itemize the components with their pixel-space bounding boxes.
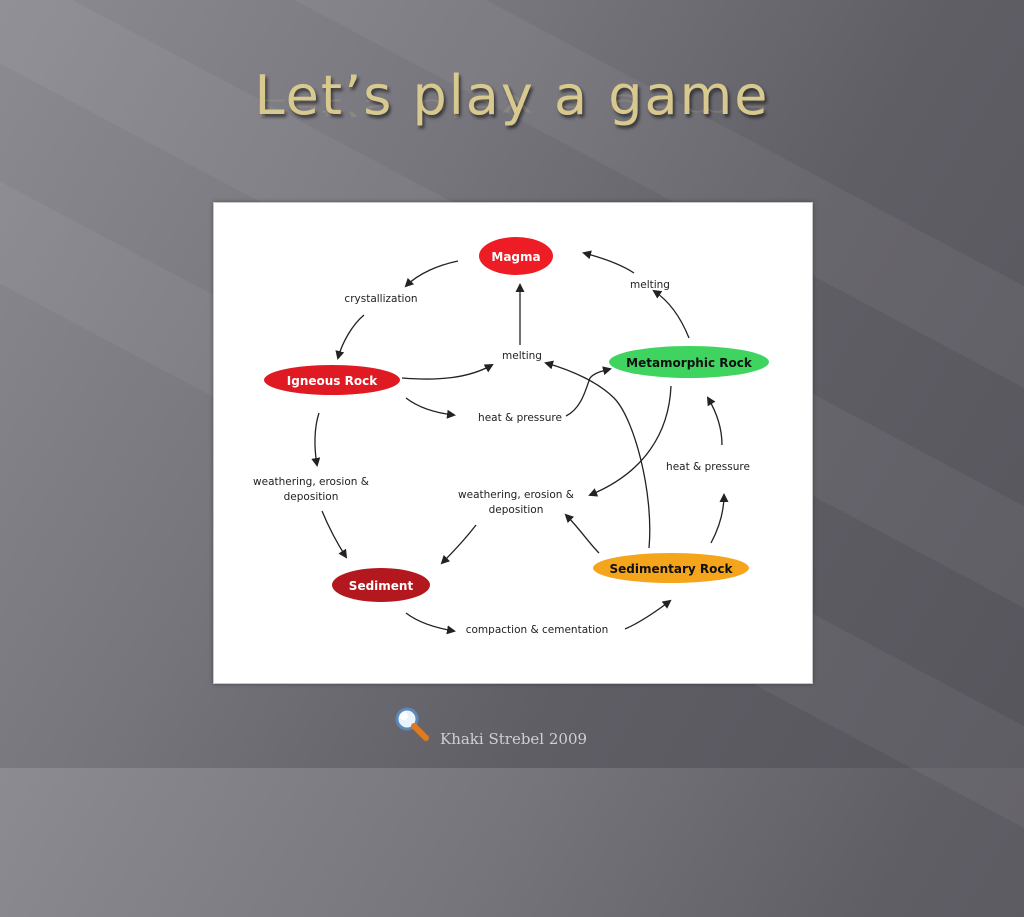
node-igneous-label: Igneous Rock xyxy=(287,374,378,388)
arrow-sedimentary-to-weathering xyxy=(564,513,600,554)
arrow-igneous-to-heat-pressure xyxy=(405,397,456,419)
node-sedimentary-label: Sedimentary Rock xyxy=(610,562,734,576)
arrow-igneous-to-melting xyxy=(401,364,494,380)
arrow-weathering-to-sediment xyxy=(321,510,348,559)
rock-cycle-diagram: Magma Igneous Rock Metamorphic Rock Sedi… xyxy=(213,202,813,684)
arrow-metamorphic-to-weathering xyxy=(588,385,672,497)
node-sediment: Sediment xyxy=(332,568,430,602)
arrow-weathering-to-sediment-center xyxy=(440,524,477,565)
arrow-igneous-to-weathering xyxy=(311,412,321,467)
rock-cycle-svg: Magma Igneous Rock Metamorphic Rock Sedi… xyxy=(253,237,769,636)
label-crystallization: crystallization xyxy=(344,293,417,305)
arrow-sediment-to-compaction xyxy=(405,612,456,635)
slide-footer: Khaki Strebel 2009 xyxy=(390,707,588,748)
arrow-sedimentary-to-melting xyxy=(544,360,651,549)
node-metamorphic-label: Metamorphic Rock xyxy=(626,356,753,370)
label-melting-center: melting xyxy=(502,350,542,362)
label-weathering-center-line2: deposition xyxy=(489,504,544,516)
arrow-magma-to-crystallization xyxy=(404,260,459,288)
slide-title: Let’s play a game xyxy=(254,64,770,127)
arrow-heat-pressure-to-metamorphic-right xyxy=(706,396,723,446)
node-sedimentary-rock: Sedimentary Rock xyxy=(593,553,749,583)
label-weathering-center-line1: weathering, erosion & xyxy=(458,489,574,501)
magnifier-icon xyxy=(390,704,434,748)
footer-credit: Khaki Strebel 2009 xyxy=(440,730,588,748)
arrow-metamorphic-to-melting xyxy=(652,289,690,339)
node-sediment-label: Sediment xyxy=(349,579,414,593)
label-compaction-cementation: compaction & cementation xyxy=(466,624,609,636)
label-weathering-left-line2: deposition xyxy=(284,491,339,503)
node-igneous-rock: Igneous Rock xyxy=(264,365,400,395)
label-melting-top-right: melting xyxy=(630,279,670,291)
label-heat-pressure-center: heat & pressure xyxy=(478,412,562,424)
arrow-heat-pressure-to-metamorphic xyxy=(565,366,612,417)
node-metamorphic-rock: Metamorphic Rock xyxy=(609,346,769,378)
arrow-sedimentary-to-heat-pressure xyxy=(710,493,729,544)
arrow-crystallization-to-igneous xyxy=(335,314,365,360)
arrow-melting-to-magma-right xyxy=(582,250,635,274)
label-heat-pressure-right: heat & pressure xyxy=(666,461,750,473)
node-magma-label: Magma xyxy=(491,250,540,264)
arrow-compaction-to-sedimentary xyxy=(624,599,672,630)
label-weathering-left-line1: weathering, erosion & xyxy=(253,476,369,488)
node-magma: Magma xyxy=(479,237,553,275)
